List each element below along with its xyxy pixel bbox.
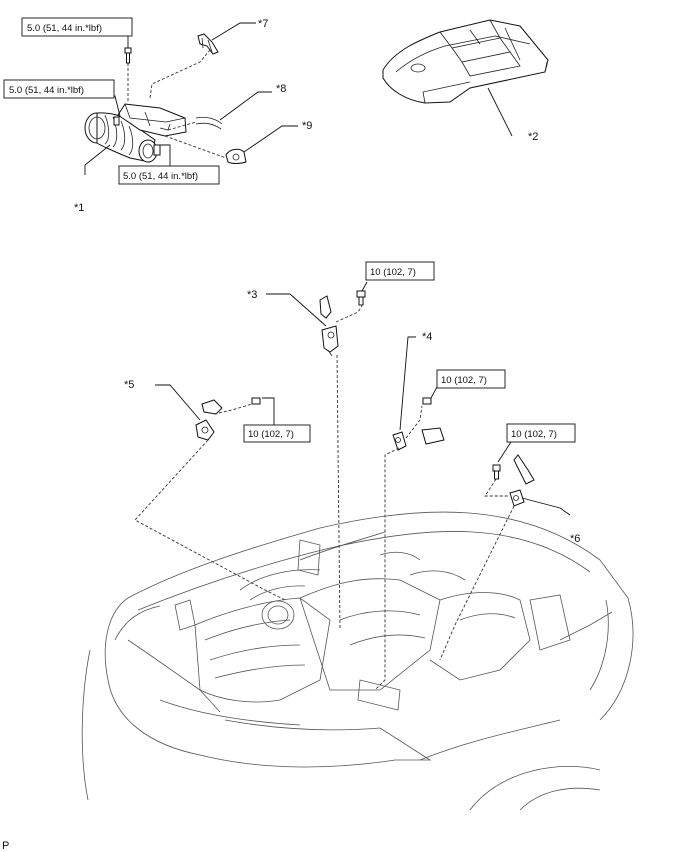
sensor-5 bbox=[195, 397, 261, 441]
engine-cover bbox=[382, 19, 549, 104]
callout-labels: *1 *2 *3 *4 *5 *6 *7 *8 *9 bbox=[74, 18, 580, 545]
assembly-lines bbox=[127, 49, 515, 691]
torque-spec-boxes: 5.0 (51, 44 in.*lbf) 5.0 (51, 44 in.*lbf… bbox=[3, 17, 576, 443]
torque-box-top bbox=[21, 17, 133, 37]
callout-4: *4 bbox=[422, 331, 432, 343]
vehicle-outline bbox=[81, 511, 634, 811]
callout-6: *6 bbox=[570, 533, 580, 545]
callout-3: *3 bbox=[247, 289, 257, 301]
breather-hose bbox=[195, 116, 223, 130]
torque-box-sensor6 bbox=[506, 423, 576, 443]
callout-8: *8 bbox=[276, 83, 286, 95]
callout-2: *2 bbox=[528, 131, 538, 143]
torque-box-sensor3 bbox=[365, 261, 435, 281]
torque-box-sensor5 bbox=[243, 424, 311, 443]
torque-spec-sensor3: 10 (102, 7) bbox=[370, 267, 416, 278]
callout-5: *5 bbox=[124, 379, 134, 391]
torque-spec-sensor4: 10 (102, 7) bbox=[441, 375, 487, 386]
torque-spec-hose-lower: 5.0 (51, 44 in.*lbf) bbox=[123, 171, 198, 182]
torque-box-hose-upper bbox=[3, 79, 115, 99]
illustration-code: P bbox=[2, 840, 9, 852]
air-intake-hose bbox=[84, 103, 187, 163]
torque-spec-hose-upper: 5.0 (51, 44 in.*lbf) bbox=[9, 85, 84, 96]
sensor-3 bbox=[319, 290, 366, 357]
sensor-4 bbox=[392, 397, 445, 451]
torque-box-sensor4 bbox=[436, 369, 506, 389]
torque-spec-sensor5: 10 (102, 7) bbox=[248, 429, 294, 440]
sensor-6 bbox=[492, 454, 535, 507]
bolt-top bbox=[124, 47, 132, 64]
torque-box-hose-lower bbox=[118, 165, 220, 185]
torque-spec-top: 5.0 (51, 44 in.*lbf) bbox=[27, 23, 102, 34]
leader-lines bbox=[84, 22, 571, 516]
callout-1: *1 bbox=[74, 202, 84, 214]
callout-9: *9 bbox=[302, 120, 312, 132]
torque-spec-sensor6: 10 (102, 7) bbox=[511, 429, 557, 440]
hose-clamp bbox=[225, 148, 247, 164]
vacuum-hose-connector bbox=[197, 33, 219, 55]
callout-7: *7 bbox=[258, 18, 268, 30]
